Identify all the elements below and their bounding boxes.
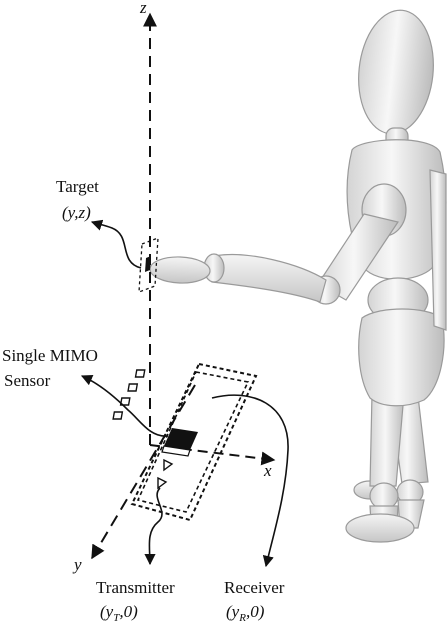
transmitter-coord-main: (y [100,602,114,621]
transmitter-antenna-array [157,458,174,490]
receiver-coord-tail: ,0) [246,602,265,621]
target-label: Target [56,177,99,196]
transmitter-coord: (yT,0) [100,602,138,624]
target-callout-arrow [90,219,142,269]
transmitter-label: Transmitter [96,578,175,597]
sensor-board [130,362,258,522]
transmitter-coord-tail: ,0) [119,602,138,621]
sensor-label-line1: Single MIMO [2,346,98,365]
transmitter-callout-arrow [144,487,163,566]
receiver-callout-arrow [211,394,289,568]
x-axis-label: x [263,461,272,480]
target-coord: (y,z) [62,203,91,222]
mannequin-figure [149,9,447,543]
z-axis-label: z [139,0,147,17]
receiver-antenna-array [112,369,146,420]
y-axis-label: y [72,555,82,574]
y-axis [91,384,196,560]
mimo-chip [161,428,198,457]
receiver-coord-main: (y [226,602,240,621]
receiver-coord: (yR,0) [226,602,265,624]
transmitter-coord-sub: T [113,612,120,624]
receiver-coord-sub: R [238,612,246,624]
sensor-callout-arrow [80,374,169,437]
target-point [138,237,159,293]
receiver-label: Receiver [224,578,285,597]
sensor-label-line2: Sensor [4,371,51,390]
